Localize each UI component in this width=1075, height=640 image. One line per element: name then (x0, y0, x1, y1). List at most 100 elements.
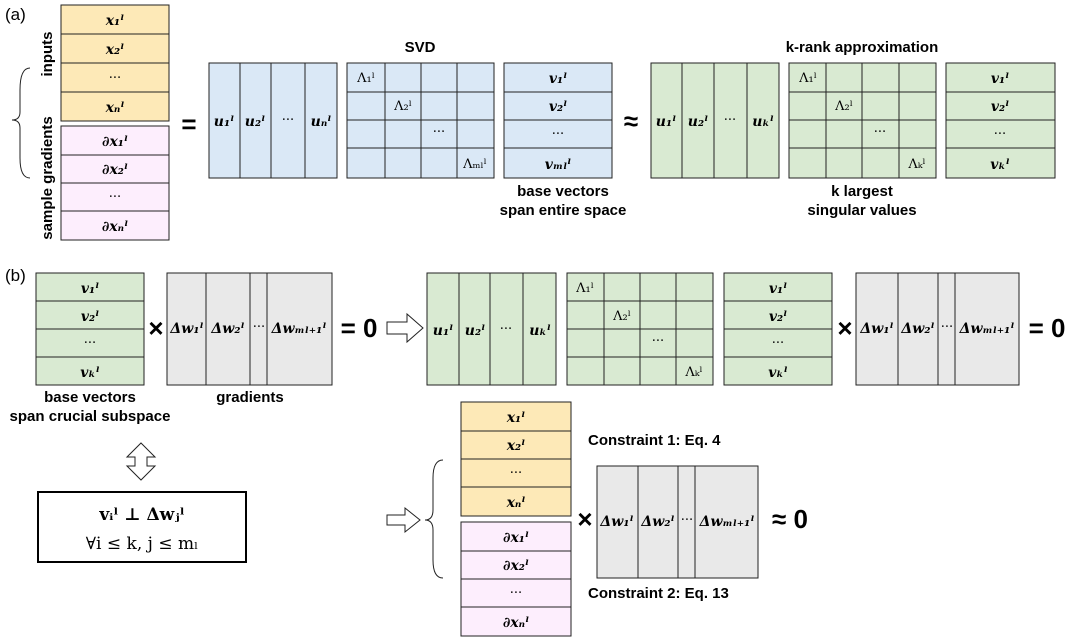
delta-w-matrix-b-left: Δw₁ˡ Δw₂ˡ ··· Δwₘₗ₊₁ˡ (166, 272, 333, 386)
matrix-cell: uₖˡ (529, 323, 551, 339)
matrix-cell: v₁ˡ (991, 71, 1009, 87)
diagonal-cell: Λ₁ˡ (575, 281, 594, 296)
matrix-cell: u₂ˡ (465, 323, 485, 339)
matrix-cell: xₙˡ (105, 100, 125, 116)
orthogonality-line-2: ∀i ≤ k, j ≤ mₗ (86, 534, 198, 554)
matrix-cell: uₖˡ (752, 114, 774, 130)
inputs-matrix-a: x₁ˡ x₂ˡ ··· xₙˡ (60, 4, 170, 122)
matrix-ellipsis: ··· (652, 334, 664, 349)
matrix-cell: ∂xₙˡ (102, 219, 128, 235)
diagonal-cell: Λ₂ˡ (393, 99, 412, 114)
matrix-cell: xₙˡ (506, 495, 526, 511)
times-sign: × (837, 313, 852, 343)
times-sign: × (577, 504, 592, 534)
matrix-cell: u₁ˡ (214, 114, 234, 130)
singular-values-caption: singular values (807, 202, 916, 219)
sample-gradients-label: sample gradients (39, 116, 56, 239)
matrix-cell: x₂ˡ (506, 438, 526, 454)
matrix-cell: x₁ˡ (506, 410, 526, 426)
matrix-ellipsis: ··· (510, 466, 522, 481)
panel-b-label: (b) (5, 266, 26, 285)
right-arrow-icon (386, 506, 421, 534)
vk-matrix-b-right: v₁ˡ v₂ˡ ··· vₖˡ (723, 272, 833, 386)
orthogonality-line-1: vᵢˡ ⊥ Δwⱼˡ (98, 505, 184, 525)
matrix-ellipsis: ··· (433, 125, 445, 140)
diagonal-cell: Λ₁ˡ (798, 71, 817, 86)
matrix-cell: Δw₂ˡ (210, 321, 244, 337)
matrix-cell: Δw₁ˡ (859, 321, 893, 337)
lambda-matrix-a: Λ₁ˡ Λ₂ˡ ··· Λₘₗˡ (346, 62, 495, 179)
u-matrix-a: u₁ˡ u₂ˡ ··· uₙˡ (208, 62, 338, 179)
matrix-cell: vₖˡ (768, 365, 788, 381)
matrix-cell: Δwₘₗ₊₁ˡ (271, 321, 327, 337)
matrix-cell: vₖˡ (80, 365, 100, 381)
matrix-ellipsis: ··· (282, 113, 294, 128)
base-vectors-caption-b: base vectors (44, 389, 136, 406)
matrix-ellipsis: ··· (874, 125, 886, 140)
matrix-cell: Δw₂ˡ (900, 321, 934, 337)
matrix-cell: Δw₁ˡ (599, 514, 633, 530)
matrix-cell: ∂x₁ˡ (503, 530, 529, 546)
equals-sign: = (181, 109, 196, 139)
left-brace-a (11, 67, 31, 179)
matrix-cell: Δwₘₗ₊₁ˡ (959, 321, 1015, 337)
matrix-cell: v₁ˡ (549, 71, 567, 87)
matrix-cell: vₖˡ (990, 157, 1010, 173)
matrix-ellipsis: ··· (510, 586, 522, 601)
equals-zero-left: = 0 (341, 313, 378, 343)
k-largest-caption: k largest (831, 183, 893, 200)
matrix-cell: u₂ˡ (245, 114, 265, 130)
matrix-cell: ∂x₂ˡ (503, 558, 529, 574)
matrix-ellipsis: ··· (109, 71, 121, 86)
matrix-cell: v₂ˡ (991, 99, 1009, 115)
matrix-ellipsis: ··· (941, 320, 953, 335)
vk-matrix-a: v₁ˡ v₂ˡ ··· vₖˡ (945, 62, 1056, 179)
vk-matrix-b-left: v₁ˡ v₂ˡ ··· vₖˡ (35, 272, 145, 386)
matrix-cell: ∂x₁ˡ (102, 134, 128, 150)
double-arrow-icon (125, 442, 157, 481)
matrix-cell: uₙˡ (311, 114, 332, 130)
gradients-caption: gradients (216, 389, 284, 406)
delta-w-matrix-b-lower: Δw₁ˡ Δw₂ˡ ··· Δwₘₗ₊₁ˡ (596, 465, 759, 579)
constraint-1-label: Constraint 1: Eq. 4 (588, 432, 721, 449)
diagonal-cell: Λ₂ˡ (834, 99, 853, 114)
matrix-ellipsis: ··· (552, 127, 564, 142)
equals-zero-right: = 0 (1029, 313, 1066, 343)
diagonal-cell: Λ₂ˡ (612, 309, 631, 324)
orthogonality-box: vᵢˡ ⊥ Δwⱼˡ ∀i ≤ k, j ≤ mₗ (37, 491, 247, 563)
matrix-ellipsis: ··· (994, 127, 1006, 142)
diagonal-cell: Λ₁ˡ (356, 71, 375, 86)
matrix-cell: v₁ˡ (769, 281, 787, 297)
lambdak-matrix-a: Λ₁ˡ Λ₂ˡ ··· Λₖˡ (788, 62, 937, 179)
panel-a-label: (a) (5, 5, 26, 24)
matrix-cell: ∂xₙˡ (503, 615, 529, 631)
matrix-ellipsis: ··· (253, 320, 265, 335)
matrix-cell: ∂x₂ˡ (102, 162, 128, 178)
lambdak-matrix-b: Λ₁ˡ Λ₂ˡ ··· Λₖˡ (566, 272, 714, 386)
matrix-cell: x₁ˡ (105, 13, 125, 29)
matrix-cell: v₂ˡ (769, 309, 787, 325)
matrix-cell: u₁ˡ (433, 323, 453, 339)
left-brace-b (424, 459, 444, 579)
constraint-2-label: Constraint 2: Eq. 13 (588, 585, 729, 602)
uk-matrix-a: u₁ˡ u₂ˡ ··· uₖˡ (650, 62, 780, 179)
matrix-ellipsis: ··· (500, 322, 512, 337)
diagonal-cell: Λₖˡ (907, 157, 925, 172)
matrix-ellipsis: ··· (681, 513, 693, 528)
v-matrix-a: v₁ˡ v₂ˡ ··· vₘₗˡ (503, 62, 613, 179)
base-vectors-caption-a: base vectors (517, 183, 609, 200)
matrix-cell: v₂ˡ (81, 309, 99, 325)
matrix-cell: v₂ˡ (549, 99, 567, 115)
span-crucial-subspace-caption: span crucial subspace (10, 408, 171, 425)
gradients-matrix-a: ∂x₁ˡ ∂x₂ˡ ··· ∂xₙˡ (60, 125, 170, 241)
matrix-ellipsis: ··· (724, 113, 736, 128)
times-sign: × (148, 313, 163, 343)
inputs-matrix-b: x₁ˡ x₂ˡ ··· xₙˡ (460, 401, 572, 517)
approx-sign: ≈ (624, 106, 638, 136)
diagonal-cell: Λₖˡ (684, 365, 702, 380)
inputs-label: inputs (39, 32, 56, 77)
matrix-ellipsis: ··· (772, 336, 784, 351)
diagonal-cell: Λₘₗˡ (462, 157, 487, 172)
uk-matrix-b: u₁ˡ u₂ˡ ··· uₖˡ (426, 272, 557, 386)
